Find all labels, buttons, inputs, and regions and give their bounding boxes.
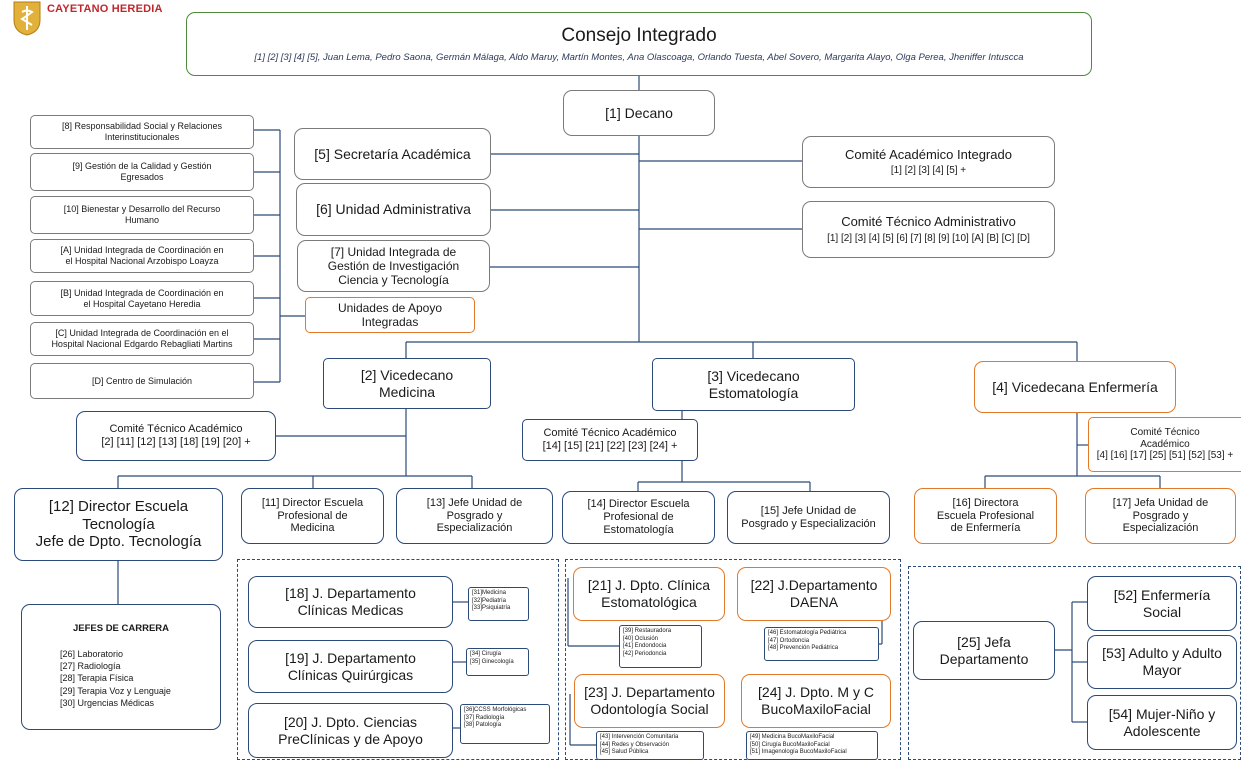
unit-d-box[interactable]: [D] Centro de Simulación: [30, 363, 254, 399]
consejo-title: Consejo Integrado: [561, 24, 717, 46]
director-tecnologia-box[interactable]: [12] Director Escuela Tecnología Jefe de…: [14, 488, 223, 561]
unidades-apoyo-box[interactable]: Unidades de Apoyo Integradas: [305, 297, 475, 333]
comite-academico-members: [1] [2] [3] [4] [5] +: [890, 165, 967, 177]
secretaria-academica-box[interactable]: [5] Secretaría Académica: [294, 128, 491, 180]
vicedecana-enfermeria-box[interactable]: [4] Vicedecana Enfermería: [974, 361, 1176, 413]
dept-52-box[interactable]: [52] Enfermería Social: [1087, 576, 1237, 631]
dept-21-subunits[interactable]: [39] Restauradora [40] Oclusión [41] End…: [619, 625, 702, 668]
director-escuela-medicina-box[interactable]: [11] Director Escuela Profesional de Med…: [241, 488, 384, 544]
dept-21-box[interactable]: [21] J. Dpto. Clínica Estomatológica: [573, 567, 725, 621]
dept-53-box[interactable]: [53] Adulto y Adulto Mayor: [1087, 635, 1237, 689]
unidad-administrativa-box[interactable]: [6] Unidad Administrativa: [296, 183, 491, 236]
unit-c-box[interactable]: [C] Unidad Integrada de Coordinación en …: [30, 322, 254, 356]
comite-tecnico-members: [1] [2] [3] [4] [5] [6] [7] [8] [9] [10]…: [827, 232, 1030, 244]
comite-academico-integrado-box[interactable]: Comité Académico Integrado [1] [2] [3] […: [802, 136, 1055, 188]
decano-box[interactable]: [1] Decano: [563, 90, 715, 136]
dept-19-box[interactable]: [19] J. Departamento Clínicas Quirúrgica…: [248, 640, 453, 693]
university-seal-icon: [13, 1, 41, 36]
jefa-departamento-box[interactable]: [25] Jefa Departamento: [913, 621, 1055, 680]
directora-escuela-enfermeria-box[interactable]: [16] Directora Escuela Profesional de En…: [914, 488, 1057, 544]
consejo-members: [1] [2] [3] [4] [5], Juan Lema, Pedro Sa…: [254, 52, 1024, 64]
dept-23-box[interactable]: [23] J. Departamento Odontología Social: [574, 674, 725, 728]
cta-medicina-box[interactable]: Comité Técnico Académico [2] [11] [12] […: [76, 411, 276, 461]
vicedecano-estomatologia-box[interactable]: [3] Vicedecano Estomatología: [652, 358, 855, 411]
vicedecano-medicina-box[interactable]: [2] Vicedecano Medicina: [323, 358, 491, 409]
dept-20-subunits[interactable]: [36]CCSS Morfológicas [37] Radiología [3…: [460, 704, 550, 744]
comite-tecnico-title: Comité Técnico Administrativo: [841, 214, 1016, 230]
unit-8-box[interactable]: [8] Responsabilidad Social y Relaciones …: [30, 115, 254, 149]
unit-9-box[interactable]: [9] Gestión de la Calidad y Gestión Egre…: [30, 153, 254, 191]
jefes-carrera-box[interactable]: JEFES DE CARRERA [26] Laboratorio [27] R…: [21, 604, 221, 730]
dept-18-box[interactable]: [18] J. Departamento Clínicas Medicas: [248, 576, 453, 628]
unit-b-box[interactable]: [B] Unidad Integrada de Coordinación en …: [30, 281, 254, 316]
unit-a-box[interactable]: [A] Unidad Integrada de Coordinación en …: [30, 239, 254, 273]
unit-10-box[interactable]: [10] Bienestar y Desarrollo del Recurso …: [30, 196, 254, 234]
comite-academico-title: Comité Académico Integrado: [845, 146, 1012, 162]
dept-22-box[interactable]: [22] J.Departamento DAENA: [737, 567, 891, 621]
comite-tecnico-administrativo-box[interactable]: Comité Técnico Administrativo [1] [2] [3…: [802, 201, 1055, 258]
director-escuela-estomatologia-box[interactable]: [14] Director Escuela Profesional de Est…: [562, 491, 715, 544]
dept-24-box[interactable]: [24] J. Dpto. M y C BucoMaxiloFacial: [741, 674, 891, 728]
dept-24-subunits[interactable]: [49] Medicina BucoMaxiloFacial [50] Ciru…: [746, 731, 878, 760]
dept-22-subunits[interactable]: [46] Estomatología Pediátrica [47] Ortod…: [764, 627, 879, 661]
cta-enfermeria-box[interactable]: Comité Técnico Académico [4] [16] [17] […: [1088, 417, 1241, 472]
posgrado-medicina-box[interactable]: [13] Jefe Unidad de Posgrado y Especiali…: [396, 488, 553, 544]
university-name: CAYETANO HEREDIA: [47, 3, 163, 15]
posgrado-enfermeria-box[interactable]: [17] Jefa Unidad de Posgrado y Especiali…: [1085, 488, 1236, 544]
posgrado-estomatologia-box[interactable]: [15] Jefe Unidad de Posgrado y Especiali…: [727, 491, 890, 544]
dept-23-subunits[interactable]: [43] Intervención Comunitaria [44] Redes…: [596, 731, 704, 760]
dept-20-box[interactable]: [20] J. Dpto. Ciencias PreClínicas y de …: [248, 703, 453, 758]
consejo-integrado-box[interactable]: Consejo Integrado [1] [2] [3] [4] [5], J…: [186, 12, 1092, 76]
dept-54-box[interactable]: [54] Mujer-Niño y Adolescente: [1087, 695, 1237, 750]
dept-19-subunits[interactable]: [34] Cirugía [35] Ginecología: [466, 648, 529, 676]
cta-estomatologia-box[interactable]: Comité Técnico Académico [14] [15] [21] …: [522, 419, 698, 461]
unidad-investigacion-box[interactable]: [7] Unidad Integrada de Gestión de Inves…: [297, 240, 490, 292]
jefes-carrera-items: [26] Laboratorio [27] Radiología [28] Te…: [60, 649, 171, 708]
dept-18-subunits[interactable]: [31]Medicina [32]Pediatría [33]Psiquiatr…: [468, 587, 529, 621]
jefes-carrera-title: JEFES DE CARRERA: [72, 623, 170, 635]
